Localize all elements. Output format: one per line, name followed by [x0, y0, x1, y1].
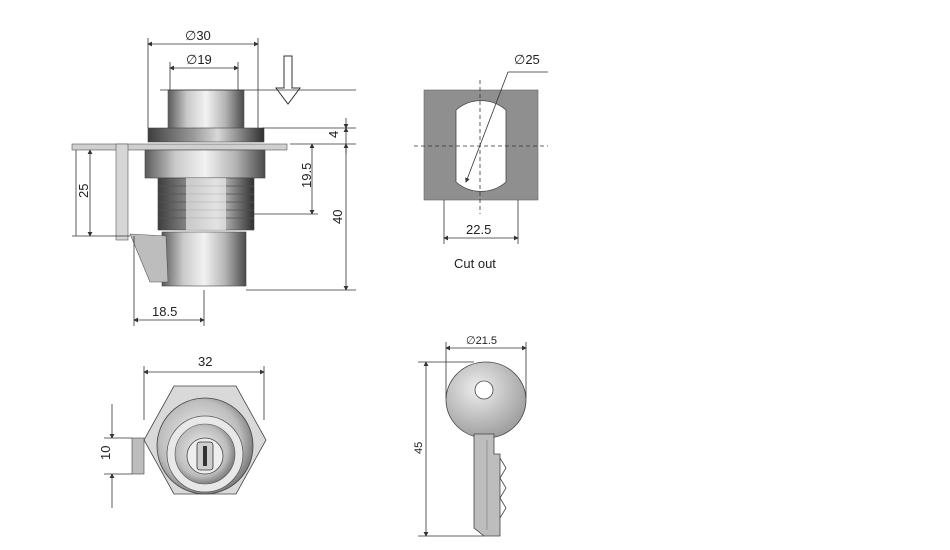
dim-inner-diameter: ∅19 [186, 52, 212, 67]
dim-flange-height: 4 [326, 131, 341, 138]
key-length: 45 [413, 442, 425, 454]
key-view: ∅21.5 45 [413, 335, 527, 537]
dim-thread-length: 19.5 [299, 163, 314, 188]
bottom-view: 32 10 [98, 354, 267, 508]
key-diameter: ∅21.5 [466, 335, 497, 347]
dim-outer-diameter: ∅30 [185, 28, 211, 43]
push-arrow-icon [275, 55, 301, 105]
cutout-diameter: ∅25 [514, 52, 540, 67]
dim-total-height: 40 [330, 210, 345, 224]
front-view: ∅30 ∅19 4 19.5 40 25 18.5 [71, 28, 356, 326]
dim-cam-offset: 18.5 [152, 304, 177, 319]
bottom-cam-width: 10 [98, 446, 113, 460]
cutout-caption: Cut out [454, 256, 496, 271]
bottom-width: 32 [198, 354, 212, 369]
cutout-view: ∅25 22.5 Cut out [414, 52, 548, 271]
dim-panel-depth: 25 [76, 184, 91, 198]
cutout-width: 22.5 [466, 222, 491, 237]
